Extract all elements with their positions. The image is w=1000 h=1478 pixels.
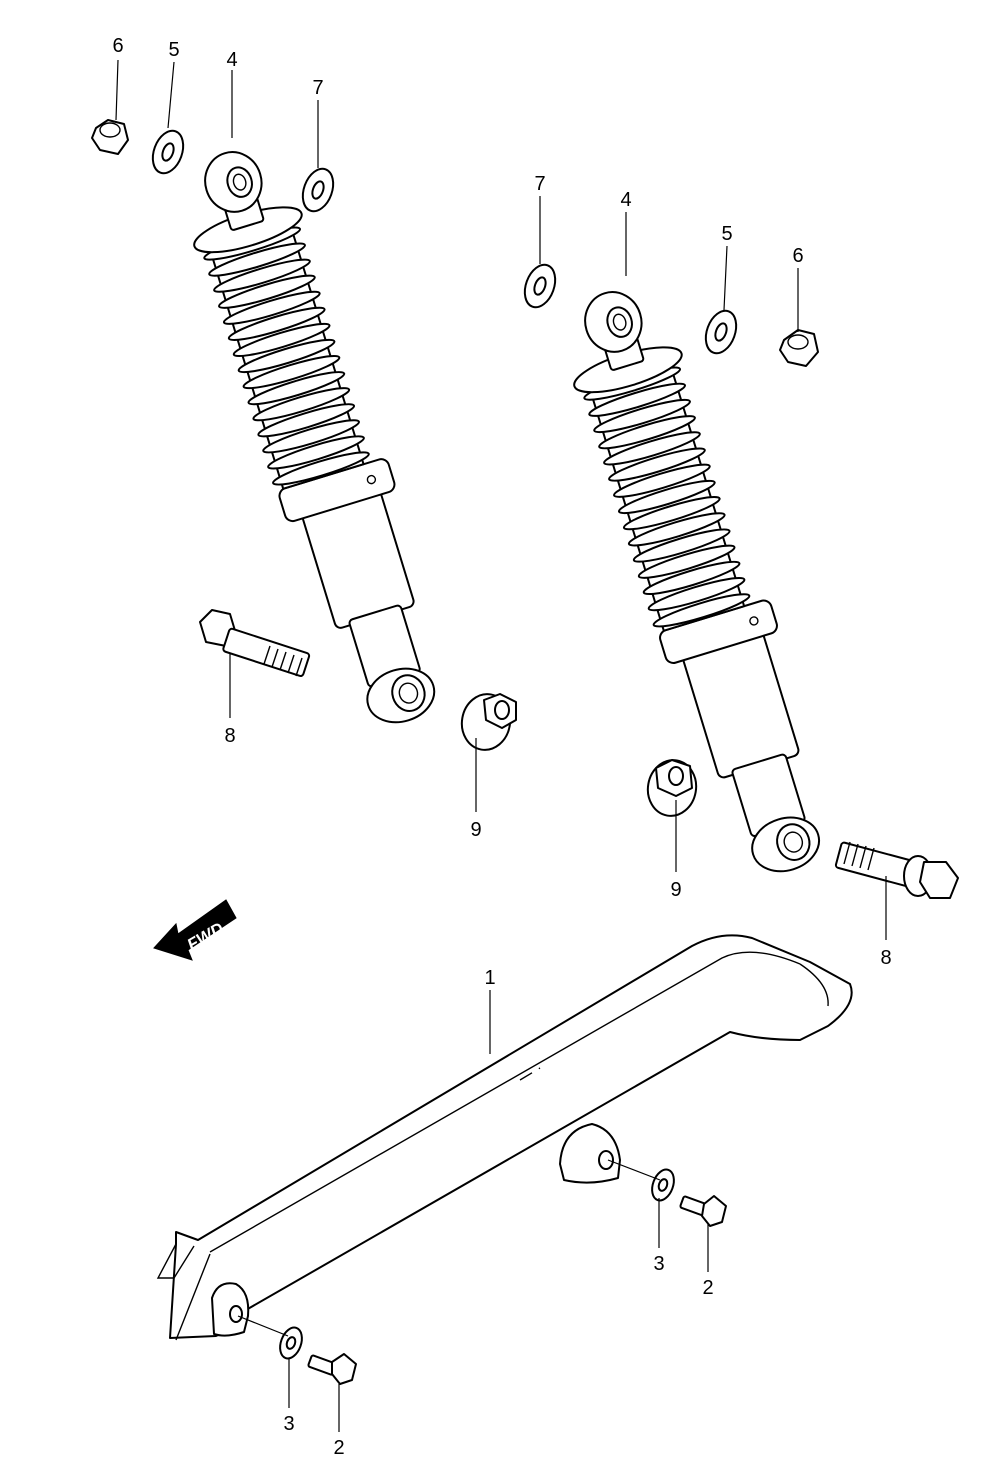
callout-9-right: 9 [670, 879, 681, 901]
washer-left-7 [301, 167, 335, 213]
fwd-arrow: FWD [153, 899, 237, 961]
washer-left-5 [151, 129, 185, 175]
callout-4-right: 4 [620, 189, 631, 211]
washer-right-7 [523, 263, 557, 309]
left-shock-absorber [193, 151, 436, 724]
washer-right-5 [704, 309, 738, 355]
callout-labels: 6 5 4 7 7 4 5 6 8 9 9 8 1 3 2 3 2 [112, 35, 891, 1459]
callout-6-right: 6 [792, 245, 803, 267]
callout-3-upper: 3 [653, 1253, 664, 1275]
chain-case [156, 934, 853, 1341]
bolt-2-upper [679, 1195, 727, 1227]
callout-7-right: 7 [534, 173, 545, 195]
callout-8-left: 8 [224, 725, 235, 747]
callout-4-left: 4 [226, 49, 237, 71]
callout-2-lower: 2 [333, 1437, 344, 1459]
leader-lines [115, 59, 887, 1432]
bolt-right-8 [834, 841, 959, 899]
flange-nut-right-9 [646, 759, 698, 817]
washer-3-lower [279, 1326, 303, 1360]
flange-nut-left-9 [460, 693, 517, 751]
bolt-2-lower [307, 1353, 357, 1385]
cap-nut-right [779, 329, 819, 367]
cap-nut-left [91, 119, 129, 155]
washer-3-upper [651, 1168, 675, 1202]
right-shock-absorber [573, 291, 821, 873]
left-spring [203, 222, 370, 490]
right-spring [583, 362, 751, 632]
callout-2-upper: 2 [702, 1277, 713, 1299]
callout-7-left: 7 [312, 77, 323, 99]
callout-9-left: 9 [470, 819, 481, 841]
callout-1: 1 [484, 967, 495, 989]
callout-3-lower: 3 [283, 1413, 294, 1435]
callout-6-left: 6 [112, 35, 123, 57]
callout-8-right: 8 [880, 947, 891, 969]
callout-5-right: 5 [721, 223, 732, 245]
callout-5-left: 5 [168, 39, 179, 61]
bolt-left-8 [199, 609, 311, 678]
